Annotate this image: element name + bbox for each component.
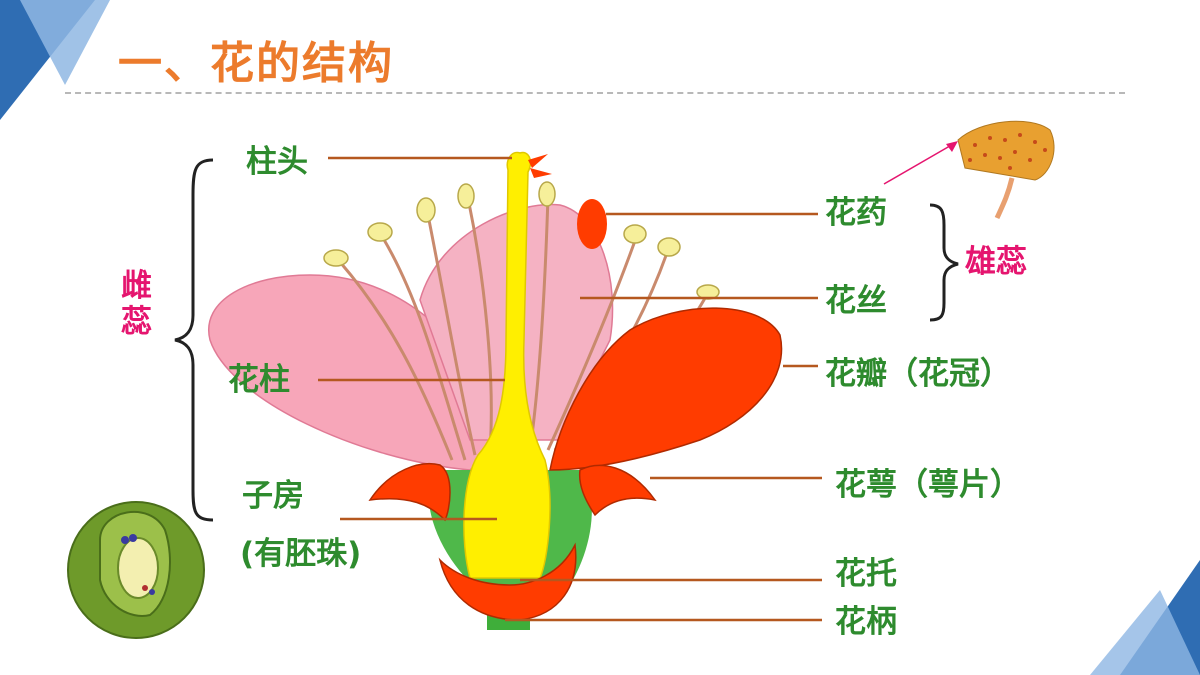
label-style: 花柱 — [228, 362, 290, 398]
title-divider — [65, 92, 1125, 94]
label-sepal: 花萼（萼片） — [835, 467, 1021, 503]
label-stigma: 柱头 — [246, 144, 308, 180]
label-filament: 花丝 — [825, 283, 887, 319]
label-ovary: 子房 — [242, 478, 304, 514]
right-sepal — [578, 464, 657, 517]
label-receptacle: 花托 — [835, 556, 897, 592]
bottom-right-corner-triangles — [1090, 560, 1200, 675]
anther-closeup-icon — [883, 120, 1055, 220]
top-left-corner-triangles — [0, 0, 110, 120]
label-ovary-note: (有胚珠) — [240, 536, 362, 572]
label-petal: 花瓣（花冠） — [825, 356, 1011, 392]
ovule-cross-section-icon — [67, 501, 205, 639]
pointer-lines — [318, 156, 822, 622]
left-sepal — [368, 463, 451, 522]
label-pistil-char-1: 雌 — [121, 268, 152, 304]
slide-title: 一、花的结构 — [118, 38, 394, 89]
label-pistil-char-2: 蕊 — [121, 304, 152, 340]
label-pistil: 雌 蕊 — [121, 268, 157, 340]
stamen-brace — [929, 203, 959, 322]
pistil — [463, 151, 551, 579]
right-petal — [549, 307, 783, 471]
pistil-brace — [174, 158, 214, 522]
receptacle — [438, 542, 577, 621]
label-pedicel: 花柄 — [835, 604, 897, 640]
label-stamen: 雄蕊 — [965, 244, 1027, 280]
label-anther: 花药 — [825, 195, 887, 231]
anthers — [323, 181, 720, 300]
anther-highlight — [577, 199, 607, 249]
